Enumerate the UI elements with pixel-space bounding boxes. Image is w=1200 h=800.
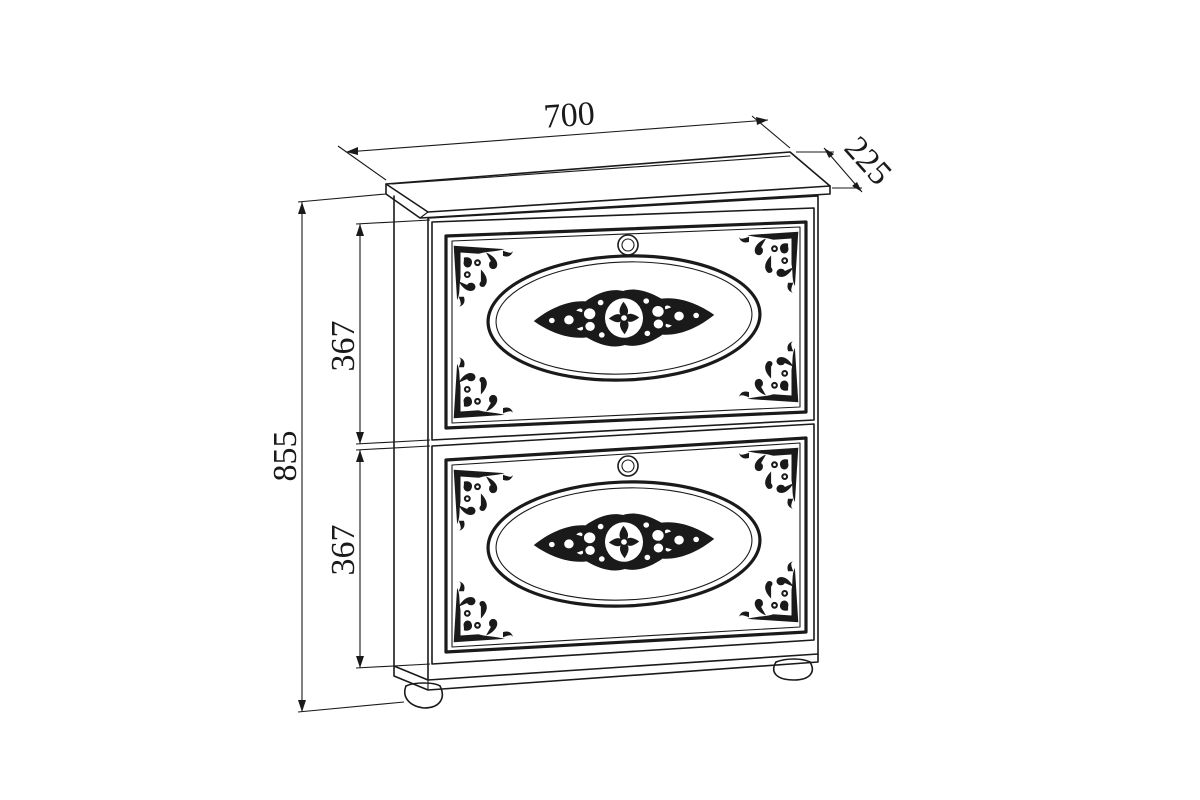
lower-door-oval bbox=[486, 480, 762, 608]
cabinet-left-side bbox=[393, 195, 429, 681]
upper-door-height-label: 367 bbox=[325, 321, 362, 372]
cabinet-front-frame bbox=[427, 195, 819, 681]
upper-door-corner-ornament bbox=[453, 245, 514, 307]
upper-door-corner-ornament bbox=[453, 357, 514, 419]
lower-door-height-label: 367 bbox=[325, 525, 362, 576]
upper-door-height-dimension: 367 bbox=[325, 219, 431, 445]
upper-door-oval bbox=[486, 254, 762, 382]
lower-door-ornament bbox=[532, 510, 716, 574]
upper-door bbox=[431, 207, 815, 441]
lower-door-corner-ornament bbox=[738, 447, 799, 509]
upper-door-corner-ornament bbox=[738, 341, 799, 403]
depth-dimension: 225 bbox=[796, 130, 899, 193]
lower-door-handle bbox=[617, 455, 639, 477]
cabinet-top bbox=[385, 151, 831, 219]
lower-door-corner-ornament bbox=[738, 561, 799, 623]
lower-door-height-dimension: 367 bbox=[325, 445, 431, 669]
upper-door-corner-ornament bbox=[738, 231, 799, 293]
upper-door-ornament bbox=[532, 286, 716, 350]
cabinet bbox=[385, 151, 831, 709]
cabinet-plinth bbox=[393, 653, 819, 691]
height-label: 855 bbox=[267, 431, 304, 482]
width-label: 700 bbox=[543, 95, 596, 135]
upper-door-handle bbox=[617, 234, 639, 256]
cabinet-feet bbox=[404, 658, 814, 709]
lower-door bbox=[431, 423, 815, 665]
depth-label: 225 bbox=[837, 130, 899, 193]
lower-door-corner-ornament bbox=[453, 581, 514, 643]
lower-door-corner-ornament bbox=[453, 469, 514, 531]
width-dimension: 700 bbox=[337, 95, 791, 181]
height-dimension: 855 bbox=[267, 193, 405, 713]
